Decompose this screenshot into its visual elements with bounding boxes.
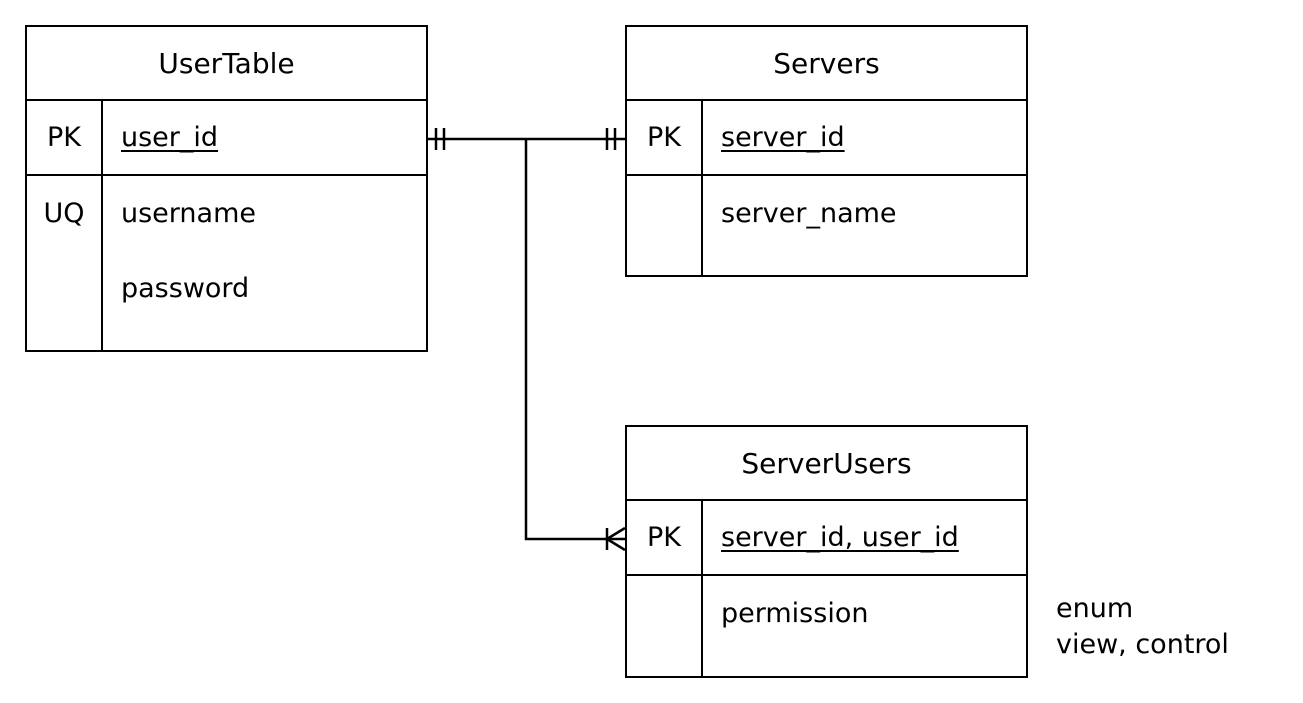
pk-field: user_id — [121, 122, 219, 153]
primary-key-row: PK server_id — [627, 101, 1026, 176]
pk-field: server_id, user_id — [721, 522, 959, 553]
primary-key-row: PK user_id — [27, 101, 426, 176]
entity-servers[interactable]: Servers PK server_id server_name — [625, 25, 1028, 277]
key-label: UQ — [43, 198, 85, 229]
permission-note: enum view, control — [1056, 591, 1229, 663]
crow-foot-marker — [606, 526, 626, 541]
field-name: permission — [721, 598, 869, 629]
primary-key-row: PK server_id, user_id — [627, 501, 1026, 576]
field-name: password — [121, 273, 250, 304]
pk-field: server_id — [721, 122, 845, 153]
entity-title: UserTable — [27, 27, 426, 101]
column-divider — [701, 101, 703, 275]
crow-foot-marker — [606, 537, 626, 552]
relationship-line-user-serverusers — [524, 139, 625, 541]
field-name: server_name — [721, 198, 897, 229]
pk-label: PK — [647, 122, 681, 153]
column-divider — [701, 501, 703, 676]
note-type: enum — [1056, 593, 1134, 624]
field-name: username — [121, 198, 256, 229]
column-divider — [101, 101, 103, 350]
entity-title: ServerUsers — [627, 427, 1026, 501]
entity-title: Servers — [627, 27, 1026, 101]
pk-label: PK — [647, 522, 681, 553]
note-values: view, control — [1056, 629, 1229, 660]
pk-label: PK — [47, 122, 81, 153]
entity-user-table[interactable]: UserTable PK user_id UQ username passwor… — [25, 25, 428, 352]
entity-server-users[interactable]: ServerUsers PK server_id, user_id permis… — [625, 425, 1028, 678]
